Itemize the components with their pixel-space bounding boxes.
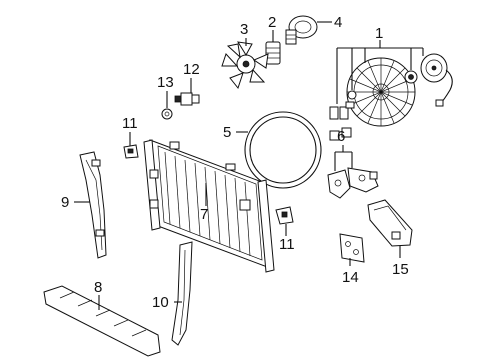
callout-9: 9 [61,194,69,211]
callout-15: 15 [392,261,409,278]
engine-fan-part [221,38,269,90]
bottom-deflector-part [43,285,161,357]
bracket-right-part [275,206,294,236]
callout-12: 12 [183,61,200,78]
callout-13: 13 [157,74,174,91]
callout-8: 8 [94,279,102,296]
shroud-bracket-part [327,145,379,199]
bracket-left-part [123,132,139,159]
side-air-guide-part [74,151,107,259]
pulley-hub-part [285,15,332,45]
callout-7: 7 [200,206,208,223]
callout-5: 5 [223,124,231,141]
callout-11-left: 11 [122,115,138,132]
callout-3: 3 [240,21,248,38]
support-bracket-part [367,199,413,258]
fan-shroud-ring-part [236,111,322,189]
callout-4: 4 [334,14,342,31]
fan-assembly-part [329,40,453,141]
callout-14: 14 [342,269,359,286]
callout-11-right: 11 [279,236,295,253]
callout-2: 2 [268,14,276,31]
fan-clutch-part [265,30,281,65]
callout-10: 10 [152,294,169,311]
temp-sensor-part [174,78,200,106]
callout-labels: 1 2 3 4 5 6 7 8 9 10 11 11 12 13 14 15 [61,14,409,311]
lower-air-guide-part [171,241,193,346]
radiator-part [143,139,275,273]
mounting-plate-part [339,233,365,266]
callout-1: 1 [375,25,383,42]
callout-6: 6 [337,128,345,145]
washer-part [161,91,173,120]
